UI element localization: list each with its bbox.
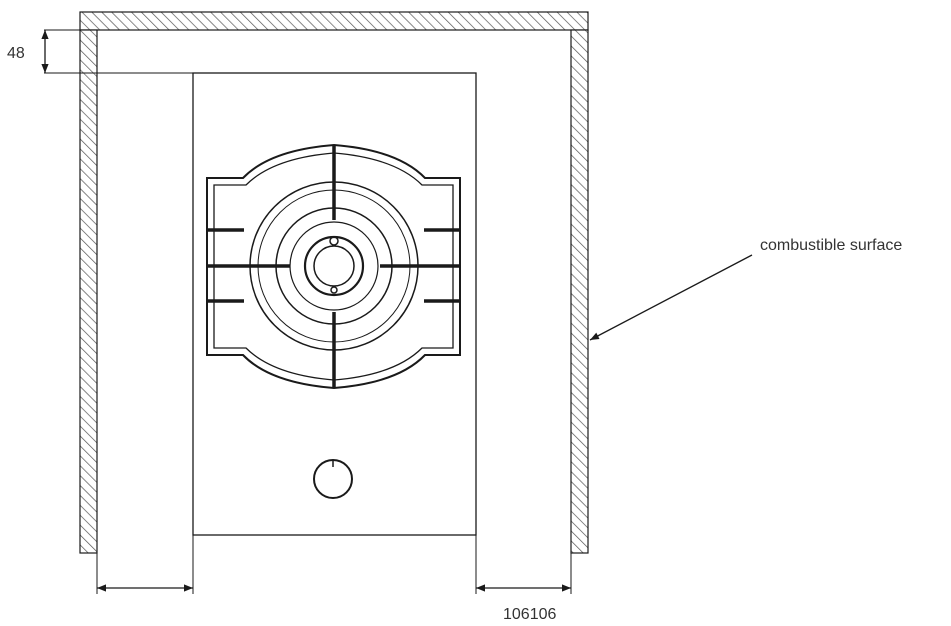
top-clearance-dimension: 48 <box>7 29 193 74</box>
knob-icon <box>313 459 353 499</box>
right-wall <box>570 29 589 554</box>
left-wall <box>79 29 98 554</box>
combustible-surface-callout: combustible surface <box>589 237 902 341</box>
combustible-surface-label: combustible surface <box>760 237 902 254</box>
hob-top-plate <box>192 72 477 536</box>
combustible-surface-enclosure <box>79 11 589 554</box>
top-wall <box>79 11 589 31</box>
burner-icon <box>206 143 461 390</box>
bottom-right-label: 106106 <box>503 606 556 623</box>
bottom-right-dimension: 106106 <box>476 553 572 623</box>
top-clearance-label: 48 <box>7 45 25 62</box>
bottom-left-dimension <box>96 553 193 594</box>
